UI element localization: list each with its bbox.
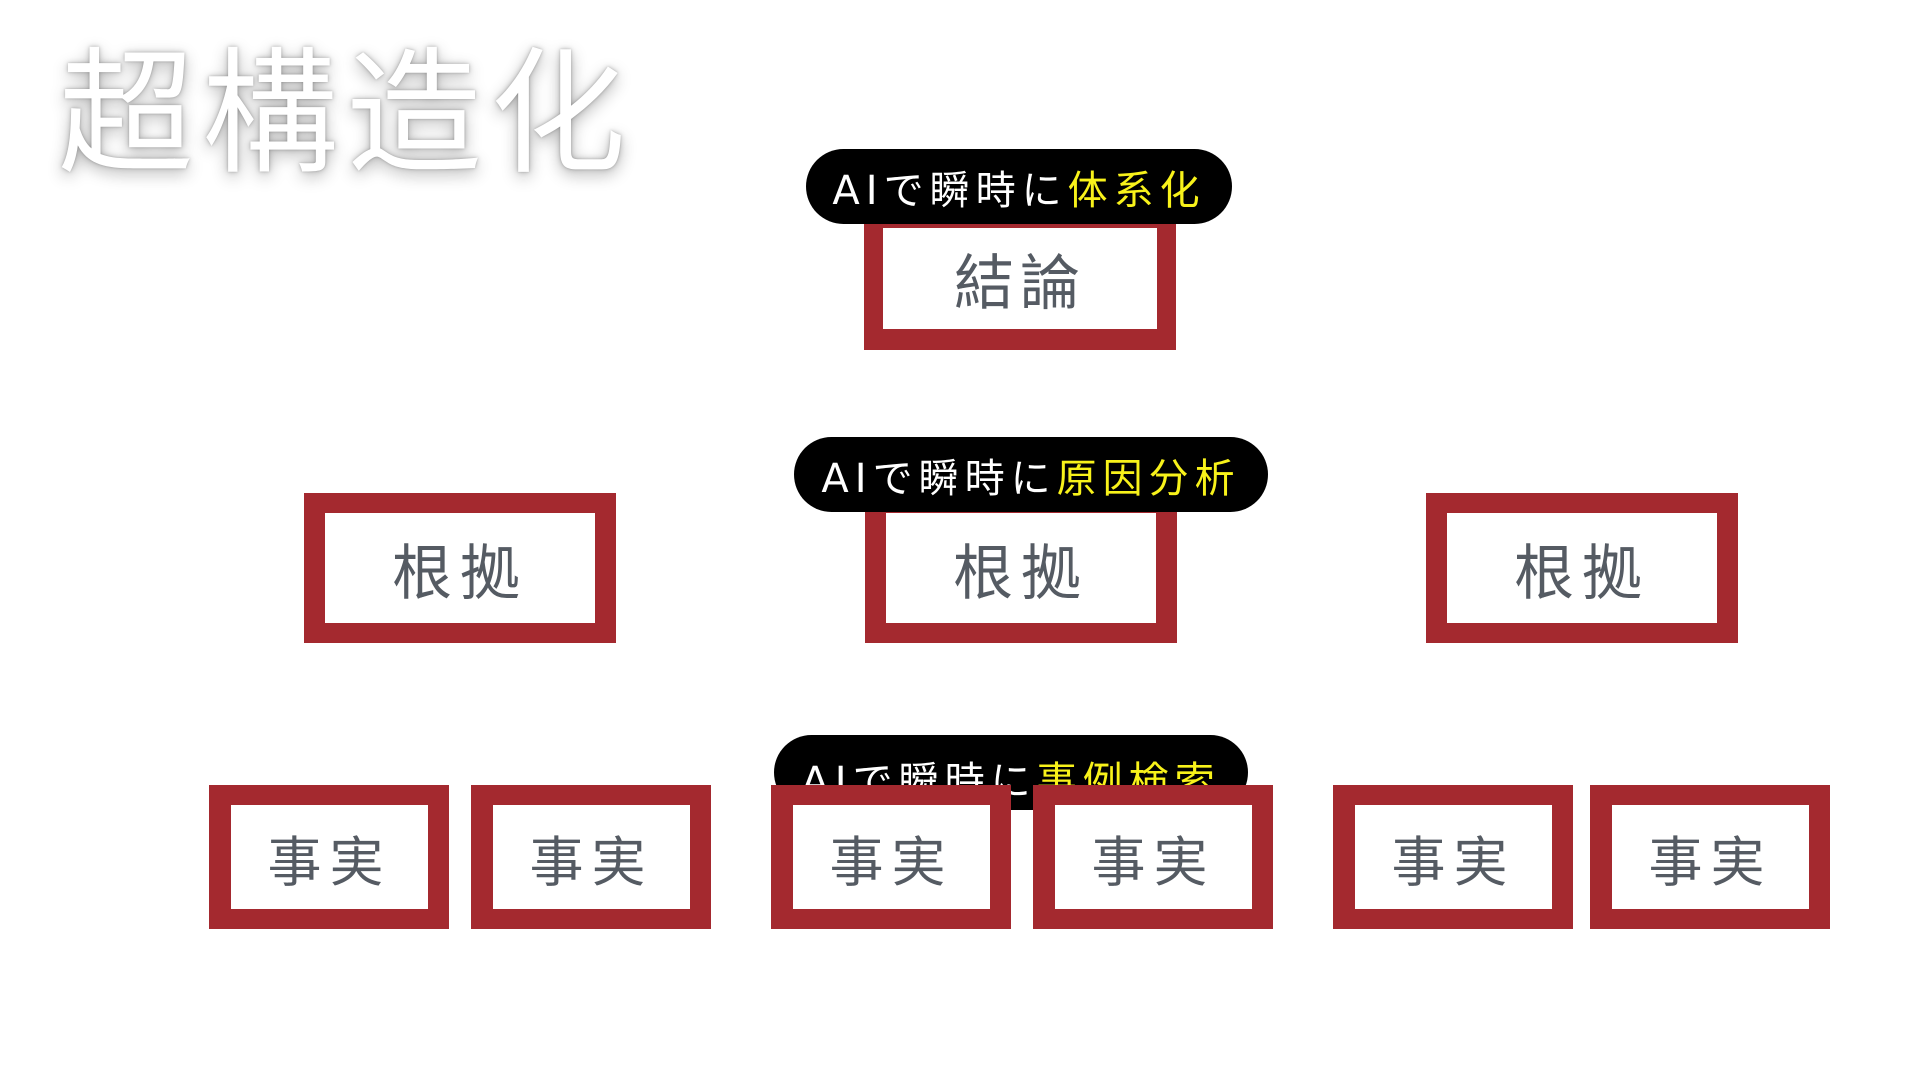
fact-box-3: 事実: [771, 785, 1011, 929]
fact-label: 事実: [529, 830, 654, 894]
fact-label: 事実: [267, 830, 392, 894]
page-title: 超構造化: [58, 36, 634, 194]
basis-label: 根拠: [953, 538, 1089, 609]
basis-pill-highlight: 原因分析: [1056, 455, 1241, 502]
fact-box-4: 事実: [1033, 785, 1273, 929]
basis-label: 根拠: [392, 538, 528, 609]
fact-label: 事実: [1391, 830, 1516, 894]
fact-box-6: 事実: [1590, 785, 1830, 929]
fact-label: 事実: [1648, 830, 1773, 894]
basis-box-center: 根拠: [865, 493, 1177, 643]
fact-box-2: 事実: [471, 785, 711, 929]
fact-box-1: 事実: [209, 785, 449, 929]
basis-box-right: 根拠: [1426, 493, 1738, 643]
basis-cause-analysis-pill: AIで瞬時に原因分析: [794, 437, 1268, 512]
basis-label: 根拠: [1514, 538, 1650, 609]
conclusion-systematize-pill: AIで瞬時に体系化: [806, 149, 1232, 224]
basis-box-left: 根拠: [304, 493, 616, 643]
conclusion-box: 結論: [864, 210, 1176, 350]
conclusion-pill-prefix: AIで瞬時に: [832, 167, 1068, 214]
fact-label: 事実: [1091, 830, 1216, 894]
fact-label: 事実: [829, 830, 954, 894]
fact-box-5: 事実: [1333, 785, 1573, 929]
basis-pill-prefix: AIで瞬時に: [821, 455, 1057, 502]
conclusion-label: 結論: [954, 249, 1086, 319]
conclusion-pill-highlight: 体系化: [1067, 167, 1206, 214]
